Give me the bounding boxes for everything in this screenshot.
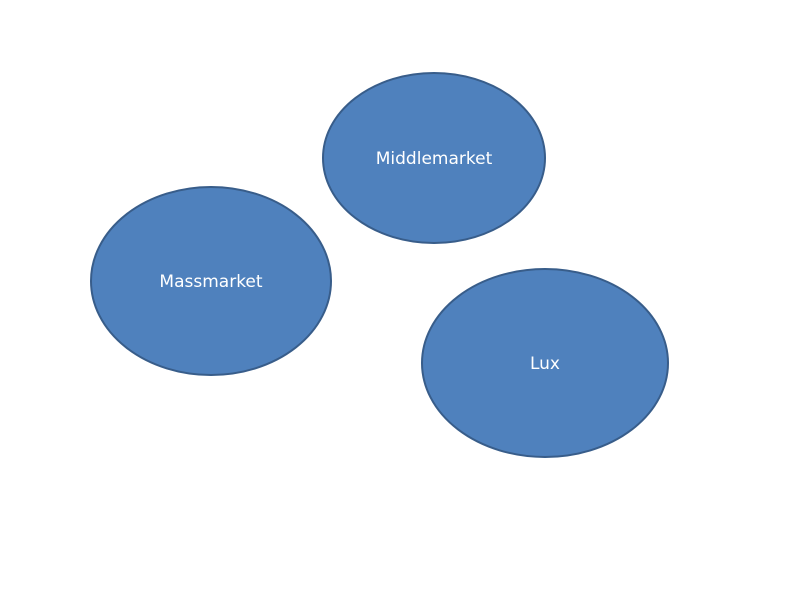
node-lux-label: Lux <box>530 354 560 374</box>
node-middlemarket-label: Middlemarket <box>376 149 493 169</box>
node-massmarket-shape <box>90 186 332 376</box>
node-massmarket-label: Massmarket <box>159 272 262 292</box>
node-lux-shape <box>421 268 669 458</box>
node-massmarket[interactable]: Massmarket <box>90 186 332 376</box>
node-middlemarket-shape <box>322 72 546 244</box>
node-middlemarket[interactable]: Middlemarket <box>322 72 546 244</box>
node-lux[interactable]: Lux <box>421 268 669 458</box>
